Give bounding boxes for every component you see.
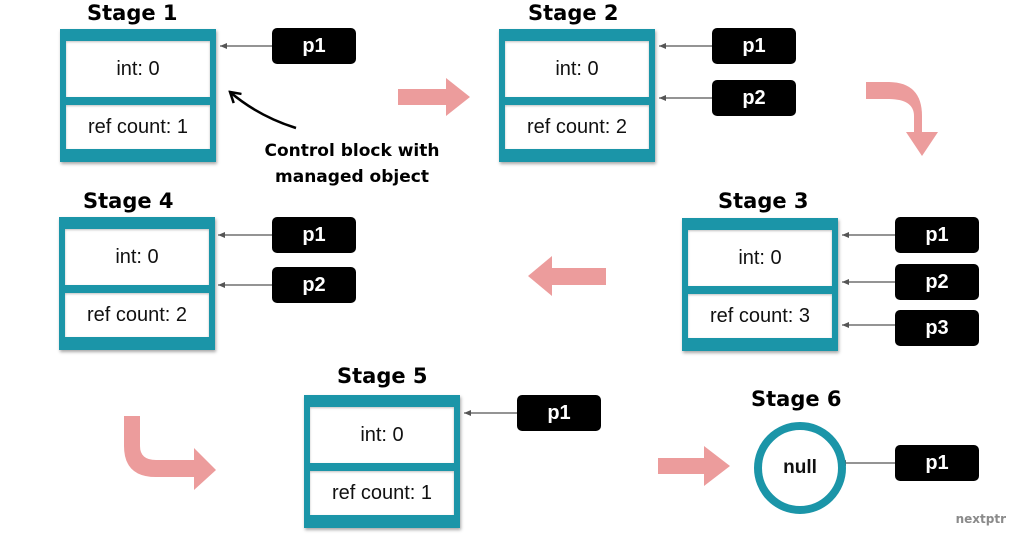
pointer-p2: p2	[272, 267, 356, 303]
value-cell: int: 0	[65, 229, 209, 285]
value-cell: int: 0	[688, 230, 832, 286]
annotation-arrow	[230, 92, 297, 130]
pointer-p1: p1	[272, 28, 356, 64]
stage-6-title: Stage 6	[751, 387, 842, 411]
pointer-p2: p2	[895, 264, 979, 300]
ref-count-cell: ref count: 1	[310, 471, 454, 515]
control-block-stage-1: int: 0 ref count: 1	[60, 29, 216, 162]
stage-3-title: Stage 3	[718, 189, 809, 213]
ref-count-cell: ref count: 3	[688, 294, 832, 338]
control-block-stage-3: int: 0 ref count: 3	[682, 218, 838, 351]
stage-1-title: Stage 1	[87, 1, 178, 25]
control-block-annotation: Control block with managed object	[244, 138, 460, 190]
control-block-stage-4: int: 0 ref count: 2	[59, 217, 215, 350]
ref-count-cell: ref count: 2	[505, 105, 649, 149]
pointer-p2: p2	[712, 80, 796, 116]
pointer-p1: p1	[272, 217, 356, 253]
flow-arrow-right-bend	[124, 416, 216, 490]
value-cell: int: 0	[66, 41, 210, 97]
pointer-p1: p1	[895, 217, 979, 253]
annotation-line-1: Control block with	[264, 141, 440, 161]
value-cell: int: 0	[505, 41, 649, 97]
ref-count-cell: ref count: 1	[66, 105, 210, 149]
stage-4-title: Stage 4	[83, 189, 174, 213]
flow-arrow-left	[528, 256, 606, 296]
stage-5-title: Stage 5	[337, 364, 428, 388]
brand-logo-text: nextptr	[955, 512, 1006, 526]
control-block-stage-5: int: 0 ref count: 1	[304, 395, 460, 528]
flow-arrow-right	[398, 78, 470, 116]
null-pointer-circle: null	[754, 422, 846, 514]
flow-arrow-right-2	[658, 446, 730, 486]
ref-count-cell: ref count: 2	[65, 293, 209, 337]
stage-2-title: Stage 2	[528, 1, 619, 25]
pointer-p3: p3	[895, 310, 979, 346]
pointer-p1: p1	[895, 445, 979, 481]
annotation-line-2: managed object	[275, 167, 429, 187]
flow-arrow-down	[866, 82, 938, 156]
value-cell: int: 0	[310, 407, 454, 463]
control-block-stage-2: int: 0 ref count: 2	[499, 29, 655, 162]
pointer-p1: p1	[517, 395, 601, 431]
pointer-p1: p1	[712, 28, 796, 64]
